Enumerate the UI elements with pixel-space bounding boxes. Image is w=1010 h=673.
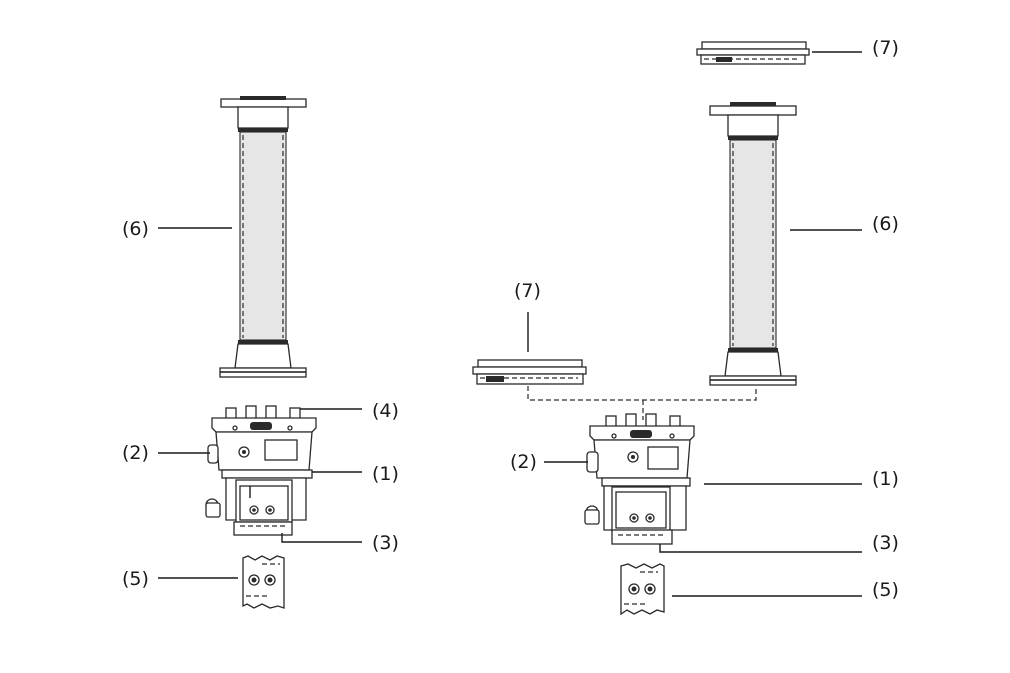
right-assembly: (7) (6) (7) (2) (1) (3) (5) [472, 37, 899, 616]
label-left-part-3: (3) [372, 532, 399, 554]
label-right-part-5: (5) [872, 579, 899, 601]
right-main-unit-part-1 [584, 413, 695, 532]
right-cap-top-part-7 [696, 41, 810, 65]
label-right-part-3: (3) [872, 532, 899, 554]
leader-line-left-3 [281, 533, 362, 543]
left-base-plate-part-3 [233, 521, 293, 536]
label-right-part-2: (2) [510, 451, 537, 473]
label-left-part-2: (2) [122, 442, 149, 464]
label-right-part-1: (1) [872, 468, 899, 490]
right-base-plate-part-3 [611, 529, 673, 545]
label-right-part-6: (6) [872, 213, 899, 235]
left-column-part-6 [219, 96, 307, 378]
label-right-part-7-mid: (7) [514, 280, 541, 302]
label-left-part-4: (4) [372, 400, 399, 422]
left-main-unit-part-1 [205, 405, 317, 523]
leader-line-right-3 [659, 544, 862, 553]
label-left-part-5: (5) [122, 568, 149, 590]
connection-dashed-line [527, 386, 757, 401]
left-assembly: (6) (4) (2) (1) (3) (5) [122, 96, 399, 609]
label-left-part-6: (6) [122, 218, 149, 240]
right-column-part-6 [709, 102, 797, 386]
label-right-part-7-top: (7) [872, 37, 899, 59]
right-cap-middle-part-7 [472, 359, 587, 385]
label-left-part-1: (1) [372, 463, 399, 485]
left-connector-plate-part-5 [242, 555, 285, 609]
right-connector-plate-part-5 [620, 563, 665, 616]
